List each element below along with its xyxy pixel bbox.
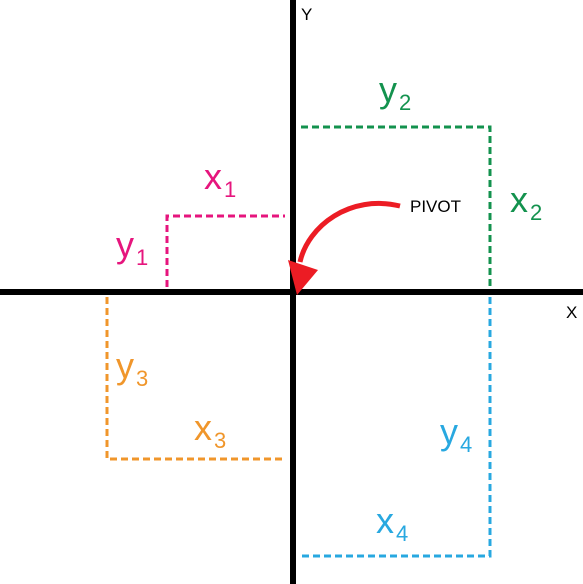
y1-label: y1 [116, 224, 148, 270]
y2-label: y2 [379, 69, 411, 115]
y-axis-label: Y [301, 5, 312, 24]
y4-label: y4 [440, 411, 472, 457]
pivot-label: PIVOT [410, 197, 461, 216]
pivot-arrow-head [288, 260, 318, 295]
quadrant-4-offset: y4 x4 [301, 297, 492, 558]
x-axis-label: X [566, 303, 577, 322]
quadrant-3-offset: y3 x3 [105, 297, 285, 461]
y3-label: y3 [116, 345, 148, 391]
quadrant-2-offset: y2 x2 [301, 69, 542, 287]
pivot-arrow-curve [297, 200, 401, 263]
quadrant-1-dashed-guide [165, 214, 285, 287]
x1-label: x1 [204, 156, 236, 202]
quadrant-2-dashed-guide [301, 125, 492, 287]
quadrant-3-dashed-guide [105, 297, 285, 461]
x4-label: x4 [376, 500, 408, 546]
quadrant-1-offset: x1 y1 [116, 156, 285, 287]
x2-label: x2 [510, 179, 542, 225]
x3-label: x3 [194, 407, 226, 453]
pivot-arrow [288, 200, 401, 295]
quadrant-4-dashed-guide [301, 297, 492, 558]
